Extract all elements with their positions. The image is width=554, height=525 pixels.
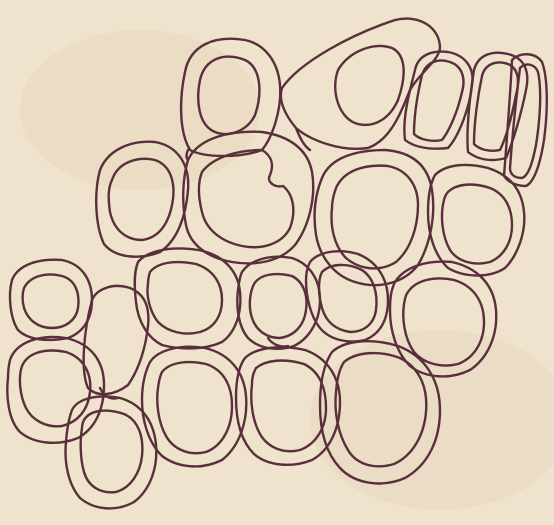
paper-mottle: [20, 30, 260, 190]
